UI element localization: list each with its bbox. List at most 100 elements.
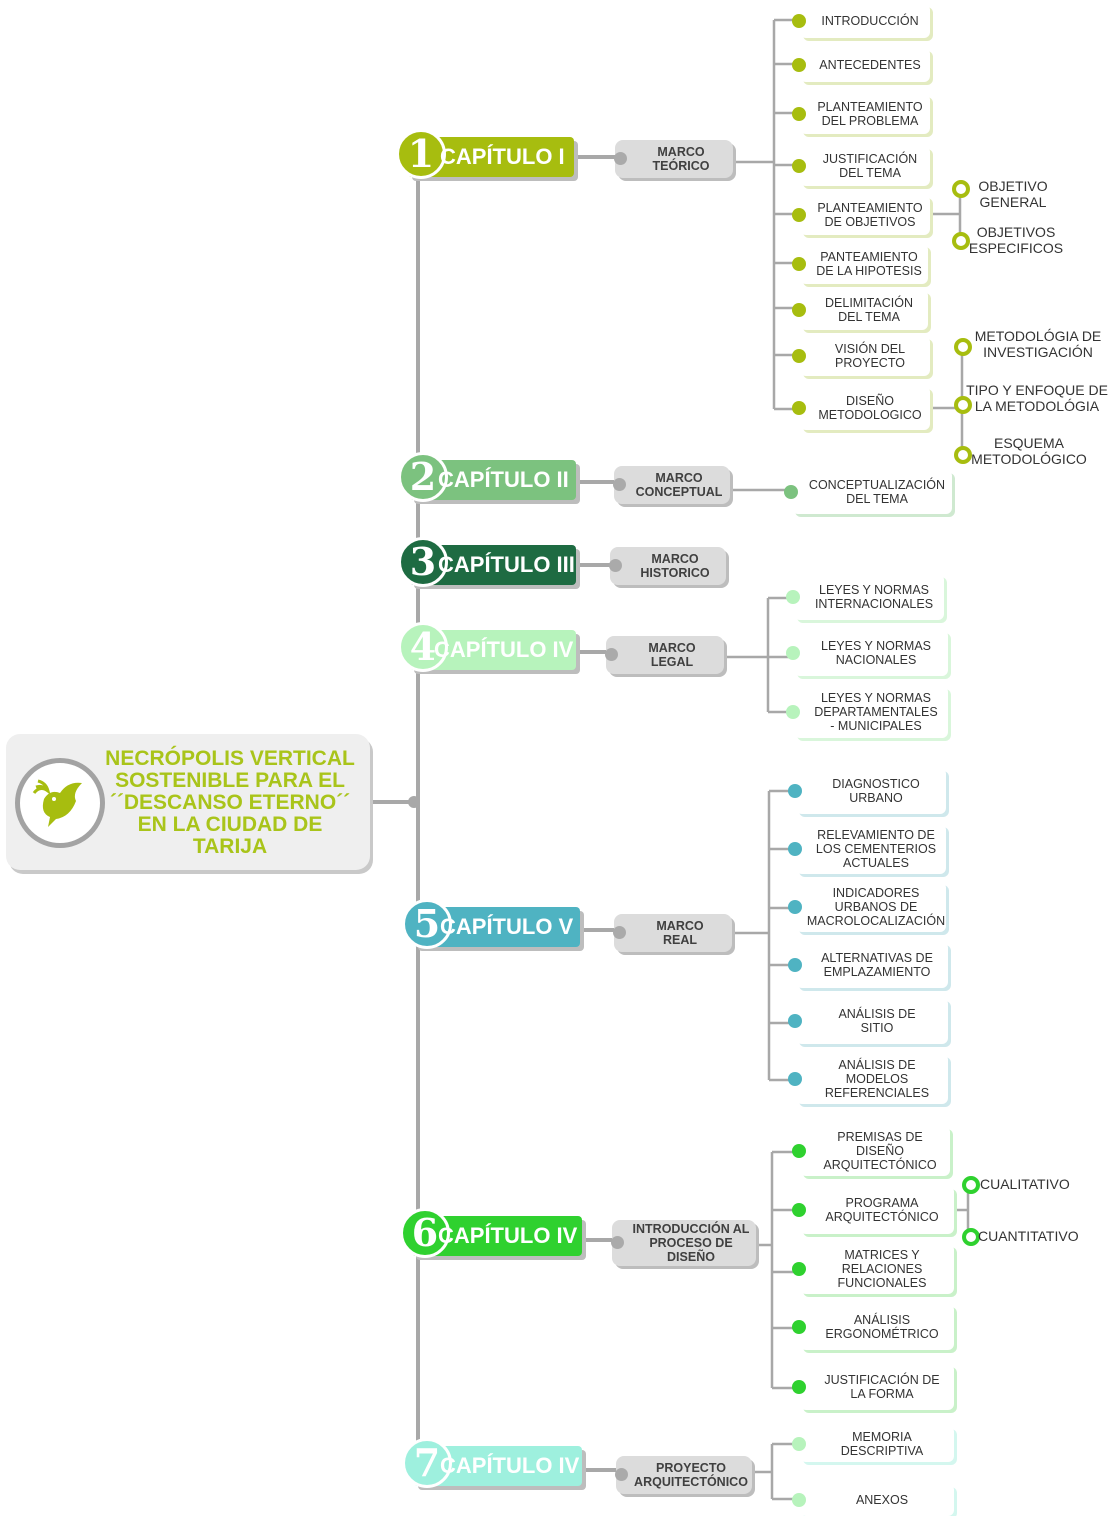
leaf-diseno-metodologico[interactable]: DISEÑO METODOLOGICO xyxy=(792,386,930,430)
sub-tipo-enfoque[interactable]: TIPO Y ENFOQUE DE LA METODOLÓGIA xyxy=(966,382,1108,414)
marco-historico[interactable]: MARCO HISTORICO xyxy=(609,547,726,585)
node-dot xyxy=(792,159,806,173)
leaf-antecedentes[interactable]: ANTECEDENTES xyxy=(792,48,930,82)
node-dot xyxy=(792,58,806,72)
node-dot xyxy=(792,1203,806,1217)
leaf-label: PLANTEAMIENTO DEL PROBLEMA xyxy=(817,100,923,128)
sub-ring xyxy=(962,1228,980,1246)
leaf-memoria-descriptiva[interactable]: MEMORIA DESCRIPTIVA xyxy=(792,1426,954,1462)
chapter-6[interactable]: 6 CAPÍTULO IV xyxy=(400,1208,582,1258)
leaf-analisis-ergonometrico[interactable]: ANÁLISIS ERGONOMÉTRICO xyxy=(792,1304,954,1350)
chapter-1[interactable]: 1 CAPÍTULO I xyxy=(396,129,574,179)
node-dot xyxy=(788,1014,802,1028)
leaf-planteamiento-problema[interactable]: PLANTEAMIENTO DEL PROBLEMA xyxy=(792,94,930,134)
leaf-label: PROGRAMA ARQUITECTÓNICO xyxy=(825,1196,939,1224)
chapter-5[interactable]: 5 CAPÍTULO V xyxy=(402,899,580,949)
leaf-leyes-nacionales[interactable]: LEYES Y NORMAS NACIONALES xyxy=(786,630,948,676)
leaf-label: DIAGNOSTICO URBANO xyxy=(832,777,920,805)
node-dot xyxy=(609,559,622,572)
leaf-label: PANTEAMIENTO DE LA HIPOTESIS xyxy=(816,250,922,278)
leaf-label: LEYES Y NORMAS NACIONALES xyxy=(821,639,931,667)
leaf-label: ANTECEDENTES xyxy=(819,58,921,72)
node-dot xyxy=(792,1380,806,1394)
marco-label: MARCO REAL xyxy=(656,919,704,947)
node-dot xyxy=(788,900,802,914)
chapter-3[interactable]: 3 CAPÍTULO III xyxy=(398,537,576,587)
leaf-label: PREMISAS DE DISEÑO ARQUITECTÓNICO xyxy=(823,1130,937,1172)
node-dot xyxy=(613,926,626,939)
marco-label: INTRODUCCIÓN AL PROCESO DE DISEÑO xyxy=(632,1222,750,1264)
node-dot xyxy=(786,646,800,660)
leaf-programa-arquitectonico[interactable]: PROGRAMA ARQUITECTÓNICO xyxy=(792,1186,954,1234)
sub-cuantitativo[interactable]: CUANTITATIVO xyxy=(978,1228,1079,1244)
sub-metodologia-investigacion[interactable]: METODOLÓGIA DE INVESTIGACIÓN xyxy=(974,328,1102,360)
marco-proyecto-arquitectonico[interactable]: PROYECTO ARQUITECTÓNICO xyxy=(615,1456,752,1494)
chapter-number-6: 6 xyxy=(400,1208,450,1258)
node-dot xyxy=(788,842,802,856)
leaf-label: ANEXOS xyxy=(855,1493,909,1507)
node-dot xyxy=(792,1493,806,1507)
chapter-2[interactable]: 2 CAPÍTULO II xyxy=(398,452,576,502)
chapter-label-6: CAPÍTULO IV xyxy=(438,1223,578,1248)
node-dot xyxy=(792,401,806,415)
node-dot xyxy=(786,590,800,604)
leaf-planteamiento-objetivos[interactable]: PLANTEAMIENTO DE OBJETIVOS xyxy=(792,195,930,235)
marco-legal[interactable]: MARCO LEGAL xyxy=(605,636,724,674)
leaf-label: ANÁLISIS ERGONOMÉTRICO xyxy=(825,1313,939,1341)
chapter-7[interactable]: 7 CAPÍTULO IV xyxy=(402,1438,582,1488)
node-dot xyxy=(792,107,806,121)
marco-teorico[interactable]: MARCO TEÓRICO xyxy=(614,140,733,178)
leaf-anexos[interactable]: ANEXOS xyxy=(792,1484,954,1516)
leaf-leyes-departamentales[interactable]: LEYES Y NORMAS DEPARTAMENTALES - MUNICIP… xyxy=(786,686,948,738)
leaf-analisis-sitio[interactable]: ANÁLISIS DE SITIO xyxy=(788,998,948,1044)
leaf-indicadores-urbanos[interactable]: INDICADORES URBANOS DE MACROLOCALIZACIÓN xyxy=(788,882,946,932)
node-dot xyxy=(615,1468,628,1481)
leaf-relevamiento-cementerios[interactable]: RELEVAMIENTO DE LOS CEMENTERIOS ACTUALES xyxy=(788,824,946,874)
leaf-justificacion-forma[interactable]: JUSTIFICACIÓN DE LA FORMA xyxy=(792,1364,954,1410)
node-dot xyxy=(792,1437,806,1451)
chapter-4[interactable]: 4 CAPÍTULO IV xyxy=(398,622,576,672)
leaf-label: JUSTIFICACIÓN DEL TEMA xyxy=(822,152,918,180)
marco-introduccion-diseno[interactable]: INTRODUCCIÓN AL PROCESO DE DISEÑO xyxy=(611,1220,756,1266)
leaf-hipotesis[interactable]: PANTEAMIENTO DE LA HIPOTESIS xyxy=(792,244,928,284)
sub-ring xyxy=(962,1176,980,1194)
node-dot xyxy=(605,648,618,661)
marco-conceptual[interactable]: MARCO CONCEPTUAL xyxy=(613,466,730,504)
leaf-label: DISEÑO METODOLOGICO xyxy=(818,394,922,422)
chapter-label-2: CAPÍTULO II xyxy=(438,467,569,492)
leaf-diagnostico-urbano[interactable]: DIAGNOSTICO URBANO xyxy=(788,768,946,814)
leaf-matrices-relaciones[interactable]: MATRICES Y RELACIONES FUNCIONALES xyxy=(792,1244,954,1294)
sub-ring xyxy=(954,338,972,356)
leaf-delimitacion-tema[interactable]: DELIMITACIÓN DEL TEMA xyxy=(792,290,928,330)
leaf-justificacion-tema[interactable]: JUSTIFICACIÓN DEL TEMA xyxy=(792,146,930,186)
root-icon-frame xyxy=(15,758,105,848)
marco-real[interactable]: MARCO REAL xyxy=(613,914,732,952)
sub-cualitativo[interactable]: CUALITATIVO xyxy=(980,1176,1070,1192)
node-dot xyxy=(788,784,802,798)
marco-label: MARCO TEÓRICO xyxy=(652,145,710,173)
sub-objetivos-especificos[interactable]: OBJETIVOS ESPECIFICOS xyxy=(968,224,1064,256)
leaf-modelos-referenciales[interactable]: ANÁLISIS DE MODELOS REFERENCIALES xyxy=(788,1054,948,1104)
chapter-number-4: 4 xyxy=(398,622,448,672)
leaf-premisas-diseno[interactable]: PREMISAS DE DISEÑO ARQUITECTÓNICO xyxy=(792,1126,950,1176)
sub-ring xyxy=(952,232,970,250)
node-dot xyxy=(792,1262,806,1276)
leaf-conceptualizacion[interactable]: CONCEPTUALIZACIÓN DEL TEMA xyxy=(784,470,952,514)
leaf-leyes-internacionales[interactable]: LEYES Y NORMAS INTERNACIONALES xyxy=(786,574,944,620)
leaf-alternativas-emplazamiento[interactable]: ALTERNATIVAS DE EMPLAZAMIENTO xyxy=(788,942,948,988)
node-dot xyxy=(614,152,627,165)
sub-objetivo-general[interactable]: OBJETIVO GENERAL xyxy=(978,178,1048,210)
leaf-label: VISIÓN DEL PROYECTO xyxy=(834,342,906,370)
chapter-label-7: CAPÍTULO IV xyxy=(440,1453,580,1478)
chapter-number-1: 1 xyxy=(396,129,446,179)
node-dot xyxy=(786,705,800,719)
node-dot xyxy=(792,303,806,317)
leaf-introduccion[interactable]: INTRODUCCIÓN xyxy=(792,4,930,38)
sub-esquema-metodologico[interactable]: ESQUEMA METODOLÓGICO xyxy=(971,435,1087,467)
leaf-vision-proyecto[interactable]: VISIÓN DEL PROYECTO xyxy=(792,336,930,376)
node-dot xyxy=(792,349,806,363)
root-topic[interactable]: NECRÓPOLIS VERTICAL SOSTENIBLE PARA EL ´… xyxy=(6,734,370,870)
marco-label: MARCO HISTORICO xyxy=(640,552,710,580)
node-dot xyxy=(788,1072,802,1086)
sub-ring xyxy=(954,396,972,414)
